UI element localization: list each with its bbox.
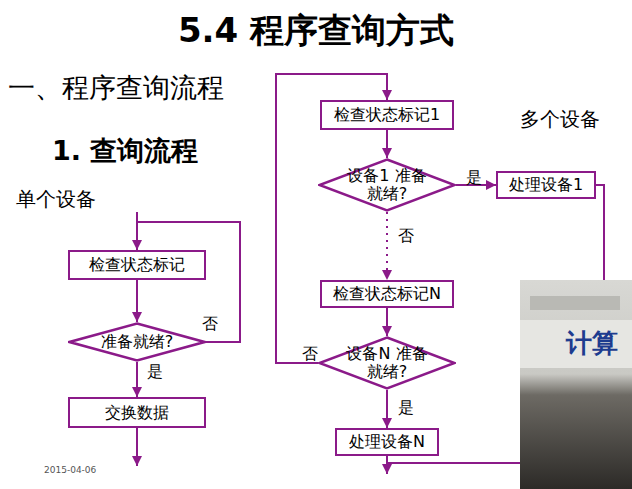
flow-arrow [386,308,388,336]
flow-arrow [136,362,138,397]
decision-diamond: 设备1 准备就绪? [318,158,456,212]
entry-line [136,212,138,222]
diamond-shape [70,324,205,361]
process-box: 交换数据 [68,397,206,428]
node-text: 交换数据 [105,404,169,422]
process-box: 检查状态标记1 [320,100,454,130]
slide-title: 5.4 程序查询方式 [0,8,632,54]
node-content: 交换数据 [70,399,204,426]
node-content: 检查状态标记 [70,252,204,278]
branch-label: 否 [398,226,414,247]
node-text: 检查状态标记1 [334,106,440,124]
node-content: 检查状态标记N [322,282,452,306]
node-content: 准备就绪? [68,322,206,362]
process-box: 处理设备N [335,428,439,456]
flow-arrow [137,222,240,342]
section-heading: 一、程序查询流程 [8,70,224,106]
flow-arrow [386,130,388,158]
photo-sign-text: 计算 [566,326,618,361]
node-content: 设备N 准备就绪? [318,336,456,390]
node-content: 处理设备1 [498,173,594,197]
diamond-shape [320,338,455,389]
diamond-shape [320,160,455,211]
node-text: 准备就绪? [101,333,174,351]
decision-diamond: 设备N 准备就绪? [318,336,456,390]
process-box: 检查状态标记N [320,280,454,308]
photo [520,280,632,489]
decision-diamond: 准备就绪? [68,322,206,362]
flow-arrow [386,212,388,280]
flow-arrow [386,390,388,428]
date-stamp: 2015-04-06 [44,465,96,475]
process-box: 检查状态标记 [68,250,206,280]
node-text: 检查状态标记N [333,285,441,303]
process-box: 处理设备1 [496,171,596,199]
node-text: 处理设备N [349,433,425,451]
wall-panel [530,296,620,310]
subsection-heading: 1. 查询流程 [52,133,198,169]
case-label: 多个设备 [520,106,600,133]
node-text: 设备1 准备就绪? [345,167,429,203]
branch-label: 是 [398,398,414,419]
branch-label: 否 [302,344,318,365]
node-content: 处理设备N [337,430,437,454]
node-content: 设备1 准备就绪? [318,158,456,212]
branch-label: 否 [202,314,218,335]
exit-arrow [386,456,388,474]
return-line [596,185,604,290]
branch-label: 是 [147,362,163,383]
node-content: 检查状态标记1 [322,102,452,128]
node-text: 检查状态标记 [89,256,185,274]
case-label: 单个设备 [16,186,96,213]
node-text: 处理设备1 [509,176,583,194]
sign-board [520,320,632,368]
branch-label: 是 [466,168,482,189]
node-text: 设备N 准备就绪? [345,345,429,381]
exit-arrow [136,428,138,466]
flow-arrow [136,280,138,322]
merge-line [387,462,530,464]
